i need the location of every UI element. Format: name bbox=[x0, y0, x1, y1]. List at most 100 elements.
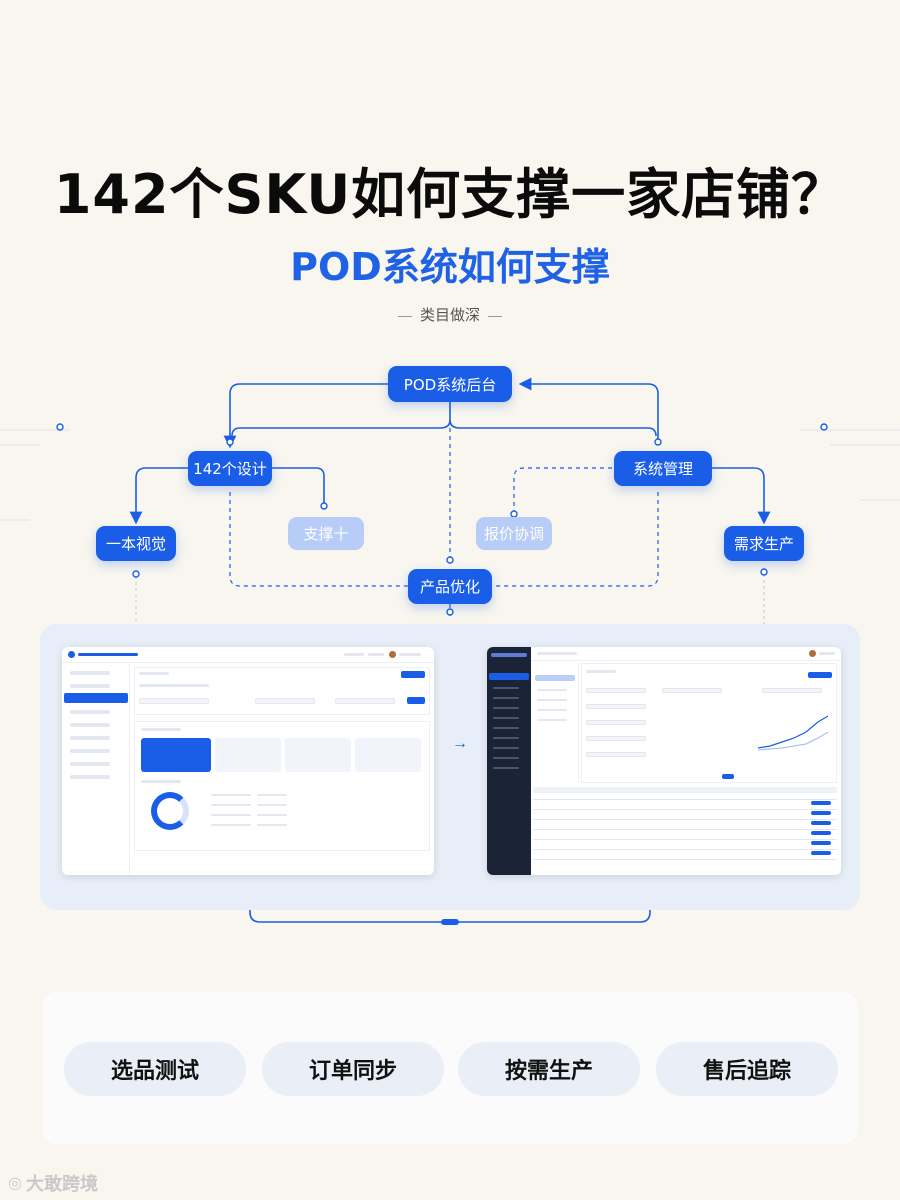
node-quote-coordination: 报价协调 bbox=[476, 517, 552, 550]
left-shot-section-title bbox=[141, 728, 181, 731]
table-row-action bbox=[811, 851, 831, 855]
right-shot-subnav-item bbox=[537, 699, 567, 701]
right-shot-sidebar-item bbox=[493, 747, 519, 749]
right-shot-breadcrumb bbox=[537, 652, 577, 655]
left-shot-legend-item bbox=[257, 814, 287, 816]
node-unified-visual: 一本视觉 bbox=[96, 526, 176, 561]
right-shot-table bbox=[533, 787, 837, 871]
right-shot-input bbox=[586, 688, 646, 693]
left-shot-legend-item bbox=[211, 794, 251, 796]
left-shot-input bbox=[139, 698, 209, 704]
right-shot-subnav bbox=[533, 663, 579, 783]
node-support-ten: 支撑十 bbox=[288, 517, 364, 550]
left-shot-topbar-link bbox=[344, 653, 364, 656]
table-row-action bbox=[811, 831, 831, 835]
node-142-designs: 142个设计 bbox=[188, 451, 272, 486]
right-shot-sidebar-item bbox=[493, 697, 519, 699]
table-row bbox=[533, 809, 837, 810]
left-shot-topbar-link bbox=[368, 653, 384, 656]
left-shot-sidebar-item-active bbox=[64, 693, 128, 703]
right-shot-sidebar-item bbox=[493, 707, 519, 709]
left-shot-sidebar-item bbox=[70, 671, 110, 675]
left-shot-sidebar bbox=[62, 663, 130, 875]
table-row-action bbox=[811, 841, 831, 845]
right-shot-input bbox=[586, 736, 646, 741]
right-shot-subnav-item bbox=[537, 709, 567, 711]
left-shot-filter-card bbox=[134, 667, 430, 715]
watermark: ◎ 大敢跨境 bbox=[8, 1170, 98, 1196]
node-pod-backend: POD系统后台 bbox=[388, 366, 512, 402]
right-shot-form-card bbox=[581, 663, 837, 783]
left-shot-legend-item bbox=[211, 814, 251, 816]
right-shot-input bbox=[586, 704, 646, 709]
table-row bbox=[533, 849, 837, 850]
right-shot-table-header bbox=[533, 787, 837, 793]
left-shot-username bbox=[399, 653, 421, 656]
right-shot-subnav-item bbox=[537, 689, 567, 691]
left-shot-sidebar-item bbox=[70, 723, 110, 727]
table-row bbox=[533, 819, 837, 820]
right-shot-sidebar-item bbox=[493, 717, 519, 719]
table-row-action bbox=[811, 801, 831, 805]
left-shot-donut-chart bbox=[151, 792, 189, 830]
loop-indicator bbox=[441, 919, 459, 925]
right-shot-sidebar-item bbox=[493, 737, 519, 739]
table-row bbox=[533, 859, 837, 860]
right-shot-action-button bbox=[808, 672, 832, 678]
table-row-action bbox=[811, 821, 831, 825]
right-dashboard-screenshot bbox=[487, 647, 841, 875]
right-shot-subnav-item bbox=[537, 719, 567, 721]
tagline-text: 类目做深 bbox=[419, 307, 480, 324]
left-shot-sidebar-item bbox=[70, 762, 110, 766]
watermark-text: 大敢跨境 bbox=[25, 1174, 98, 1194]
pill-after-sales-tracking: 售后追踪 bbox=[656, 1042, 838, 1096]
right-shot-sidebar-item bbox=[493, 767, 519, 769]
page-title: 142个SKU如何支撑一家店铺？ bbox=[53, 163, 847, 226]
tagline: 类目做深 bbox=[0, 304, 900, 325]
node-system-management: 系统管理 bbox=[614, 451, 712, 486]
table-row-action bbox=[811, 811, 831, 815]
right-shot-sidebar-item bbox=[493, 727, 519, 729]
left-shot-sidebar-item bbox=[70, 736, 110, 740]
right-shot-avatar bbox=[809, 650, 816, 657]
left-shot-search-button bbox=[407, 697, 425, 704]
arrow-right-icon: → bbox=[452, 735, 468, 752]
left-shot-topbar bbox=[62, 647, 434, 663]
table-row bbox=[533, 839, 837, 840]
tagline-right-dash bbox=[488, 315, 502, 317]
right-shot-topbar bbox=[531, 647, 841, 661]
left-shot-stat-card bbox=[355, 738, 421, 772]
right-shot-logo bbox=[491, 653, 527, 657]
right-shot-input bbox=[586, 752, 646, 757]
node-product-optimization: 产品优化 bbox=[408, 569, 492, 604]
left-shot-tab bbox=[139, 672, 169, 675]
right-shot-username bbox=[819, 652, 835, 655]
pill-product-testing: 选品测试 bbox=[64, 1042, 246, 1096]
right-shot-input bbox=[586, 720, 646, 725]
left-shot-logo-icon bbox=[68, 651, 75, 658]
left-shot-legend-item bbox=[211, 804, 251, 806]
left-shot-sidebar-item bbox=[70, 775, 110, 779]
right-shot-subnav-active bbox=[535, 675, 575, 681]
right-shot-sidebar-item bbox=[493, 687, 519, 689]
node-demand-production: 需求生产 bbox=[724, 526, 804, 561]
right-shot-input bbox=[762, 688, 822, 693]
pill-on-demand-production: 按需生产 bbox=[458, 1042, 640, 1096]
left-shot-stat-card-active bbox=[141, 738, 211, 772]
right-shot-sidebar-item bbox=[493, 757, 519, 759]
table-row bbox=[533, 829, 837, 830]
pill-order-sync: 订单同步 bbox=[262, 1042, 444, 1096]
left-shot-tab bbox=[139, 684, 209, 687]
left-shot-avatar bbox=[389, 651, 396, 658]
right-shot-input bbox=[662, 688, 722, 693]
right-shot-sidebar bbox=[487, 647, 531, 875]
right-shot-sidebar-item-active bbox=[489, 673, 529, 680]
page-subtitle: POD系统如何支撑 bbox=[290, 245, 610, 289]
right-shot-submit-button bbox=[722, 774, 734, 779]
left-shot-sidebar-item bbox=[70, 710, 110, 714]
right-shot-form-title bbox=[586, 670, 616, 673]
left-shot-legend-item bbox=[211, 824, 251, 826]
left-shot-content-card bbox=[134, 721, 430, 851]
left-shot-sidebar-item bbox=[70, 749, 110, 753]
left-shot-app-name bbox=[78, 653, 138, 656]
